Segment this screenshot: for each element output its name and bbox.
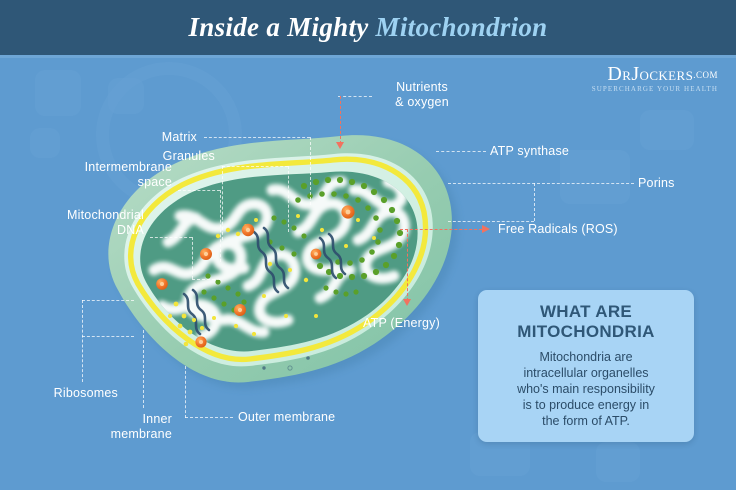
logo-letter-d: D: [607, 63, 623, 85]
leader-mitodna-h2: [192, 279, 220, 280]
label-atp-energy: ATP (Energy): [363, 316, 440, 330]
deco-shape: [596, 442, 640, 482]
leader-granules-v: [222, 166, 223, 240]
leader-ribosomes-h: [82, 300, 134, 301]
leader-porins-v: [534, 183, 535, 221]
label-atp-synthase: ATP synthase: [490, 144, 570, 158]
leader-nutrients-v: [340, 96, 341, 144]
leader-granules-h: [222, 166, 288, 167]
deco-shape: [560, 150, 630, 204]
leader-porins-h2: [448, 221, 534, 222]
granule: [156, 278, 168, 290]
granule: [234, 304, 246, 316]
logo-letter-r: R: [622, 68, 632, 83]
leader-matrix-h: [204, 137, 310, 138]
arrow-free-radicals: [482, 225, 490, 233]
leader-freeradicals-h: [400, 229, 482, 230]
leader-mitodna-v: [192, 237, 193, 279]
deco-shape: [30, 128, 60, 158]
leader-intermembrane-h: [178, 190, 220, 191]
deco-shape: [35, 70, 81, 116]
inner-membrane: [127, 156, 429, 363]
label-mitochondrial-dna: Mitochondrial DNA: [67, 208, 144, 237]
label-ribosomes: Ribosomes: [53, 386, 118, 400]
leader-atpsynthase-h: [436, 151, 486, 152]
brand-logo[interactable]: DRJOCKERS.COM SUPERCHARGE YOUR HEALTH: [592, 64, 718, 93]
leader-atpenergy-v: [407, 229, 408, 301]
info-card-body: Mitochondria are intracellular organelle…: [517, 350, 655, 428]
label-outer-membrane: Outer membrane: [238, 410, 336, 424]
logo-letters-ockers: OCKERS: [639, 68, 694, 83]
deco-shape: [640, 110, 694, 150]
leader-ribosomes-v: [82, 300, 83, 382]
granule: [195, 336, 207, 348]
header-underline: [0, 55, 736, 58]
leader-nutrients-h: [338, 96, 372, 97]
label-porins: Porins: [638, 176, 675, 190]
leader-granules-v2: [288, 166, 289, 232]
leader-ribosomes-h2: [82, 336, 134, 337]
mitochondrion-illustration: [58, 120, 478, 420]
granule: [241, 223, 255, 237]
leader-intermembrane-v: [220, 190, 221, 262]
granules-group: [156, 205, 355, 348]
brand-logo-name: DRJOCKERS.COM: [592, 64, 718, 84]
leader-matrix-v: [310, 137, 311, 205]
logo-dotcom: .COM: [693, 70, 718, 80]
granule: [310, 248, 322, 260]
info-card-title: WHAT ARE MITOCHONDRIA: [517, 302, 655, 341]
label-inner-membrane: Inner membrane: [110, 412, 172, 441]
ribosomes-group: [167, 214, 376, 347]
mitochondrial-dna-group: [182, 226, 347, 336]
label-free-radicals: Free Radicals (ROS): [498, 222, 618, 236]
logo-letter-j: J: [631, 63, 640, 85]
leader-innermembrane-v: [143, 330, 144, 408]
info-card: WHAT ARE MITOCHONDRIA Mitochondria are i…: [478, 290, 694, 442]
arrow-nutrients-in: [336, 142, 344, 149]
page-title-accent: Mitochondrion: [375, 12, 548, 42]
leader-porins-h: [448, 183, 634, 184]
label-nutrients-oxygen: Nutrients & oxygen: [395, 80, 449, 109]
label-granules: Granules: [162, 149, 215, 163]
label-matrix: Matrix: [161, 130, 197, 144]
arrow-atp-energy: [403, 299, 411, 306]
leader-mitodna-h: [150, 237, 192, 238]
granule: [200, 248, 212, 260]
label-intermembrane-space: Intermembrane space: [84, 160, 172, 189]
brand-logo-tagline: SUPERCHARGE YOUR HEALTH: [591, 85, 718, 93]
atp-synthase-group: [201, 176, 404, 313]
page-title-main: Inside a Mighty: [188, 12, 369, 42]
leader-outermembrane-v: [185, 366, 186, 418]
leader-outermembrane-h: [185, 417, 233, 418]
granule: [341, 205, 355, 219]
